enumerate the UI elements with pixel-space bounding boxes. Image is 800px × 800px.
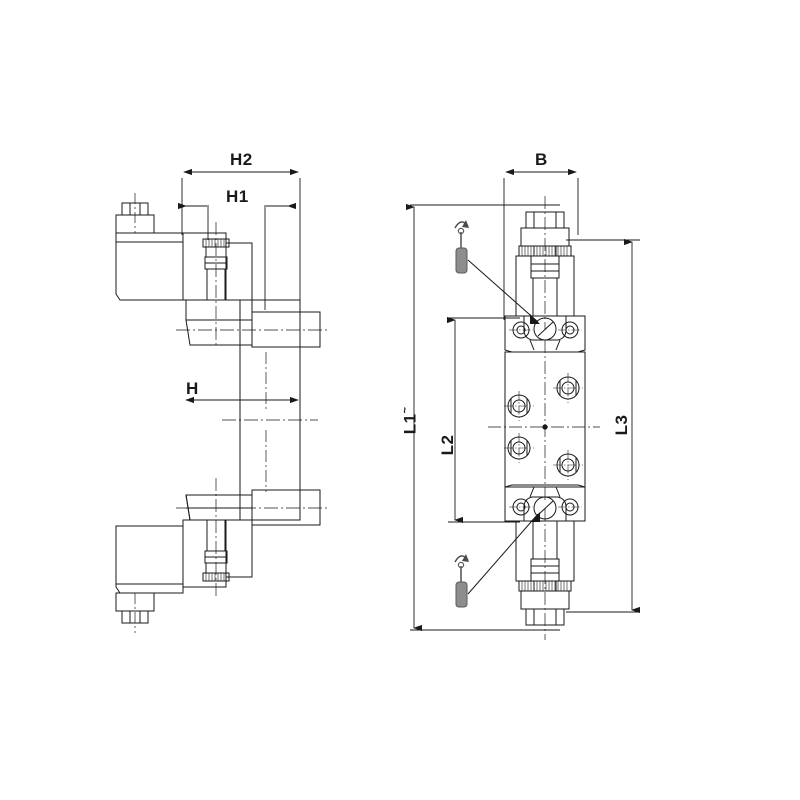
dimension-label-l3: L3	[612, 414, 631, 436]
dimension-label-l1: L1~	[400, 400, 421, 440]
dimension-label-h1: H1	[226, 187, 249, 206]
dimension-label-l1-text: L1	[400, 413, 420, 435]
cartridge-valve-top-side	[182, 222, 253, 345]
dimension-label-l1-suffix: ~	[399, 406, 412, 414]
dimension-h1	[177, 202, 297, 310]
dimension-label-h: H	[186, 379, 199, 398]
dimension-label-l2: L2	[438, 434, 457, 456]
solenoid-coil-top	[115, 193, 184, 301]
dimension-l3	[566, 238, 641, 614]
cartridge-valve-bottom-side	[182, 478, 253, 598]
manifold-body-side	[176, 299, 330, 526]
manifold-body-front	[488, 340, 600, 500]
dimension-label-b: B	[535, 150, 548, 169]
dimension-h	[185, 346, 299, 410]
cartridge-valve-top-front	[515, 196, 575, 330]
dimension-l2	[446, 316, 520, 524]
screwdriver-adjustment-symbol-bottom	[454, 512, 540, 608]
solenoid-coil-bottom	[115, 525, 184, 633]
screwdriver-adjustment-symbol-top	[454, 220, 540, 324]
dimension-label-h2: H2	[230, 150, 253, 169]
centre-point-marker	[542, 424, 548, 430]
dimension-b	[503, 168, 579, 320]
dimension-l1	[405, 203, 560, 632]
cartridge-valve-bottom-front	[515, 508, 575, 640]
